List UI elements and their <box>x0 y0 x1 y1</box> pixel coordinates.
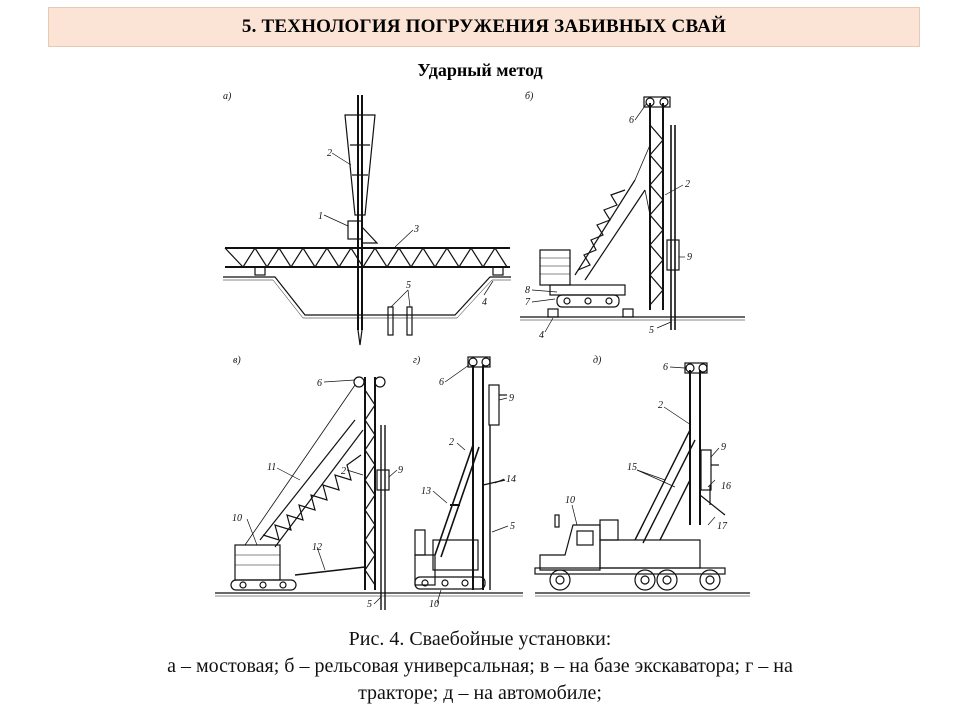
panel-a-label-4: 4 <box>482 297 487 308</box>
panel-d-label-15: 15 <box>627 462 637 473</box>
panel-b-letter: б) <box>525 91 534 102</box>
panel-a-letter: а) <box>223 91 232 102</box>
panel-b-label-8: 8 <box>525 285 530 296</box>
panel-g-label-9: 9 <box>509 393 514 404</box>
caption-line-1: Рис. 4. Сваебойные установки: <box>348 628 612 650</box>
pile-driver-drawing: а) 2 1 3 4 5 б) 6 2 9 8 7 4 5 в) 6 11 2 … <box>215 91 750 610</box>
panel-d-label-16: 16 <box>721 481 731 492</box>
panel-b-drawing <box>520 96 745 333</box>
panel-v-label-12: 12 <box>312 542 322 553</box>
pile-driver-figure: а) 2 1 3 4 5 б) 6 2 9 8 7 4 5 в) 6 11 2 … <box>205 85 760 620</box>
panel-b-label-2: 2 <box>685 179 690 190</box>
panel-v-label-11: 11 <box>267 462 276 473</box>
panel-g-label-5: 5 <box>510 521 515 532</box>
panel-v-label-2: 2 <box>341 466 346 477</box>
panel-v-drawing <box>215 376 405 610</box>
panel-d-letter: д) <box>593 355 602 366</box>
panel-b-label-5: 5 <box>649 325 654 336</box>
slide-subtitle: Ударный метод <box>417 60 543 80</box>
caption-line-3: тракторе; д – на автомобиле; <box>358 682 602 704</box>
panel-g-letter: г) <box>413 355 421 366</box>
panel-a-label-2: 2 <box>327 148 332 159</box>
figure-caption: Рис. 4. Сваебойные установки: а – мостов… <box>40 626 920 707</box>
caption-line-2: а – мостовая; б – рельсовая универсальна… <box>167 655 793 677</box>
panel-d-label-9: 9 <box>721 442 726 453</box>
panel-b-label-6: 6 <box>629 115 634 126</box>
panel-b-label-4: 4 <box>539 330 544 341</box>
panel-d-label-2: 2 <box>658 400 663 411</box>
slide-title: 5. ТЕХНОЛОГИЯ ПОГРУЖЕНИЯ ЗАБИВНЫХ СВАЙ <box>241 16 727 37</box>
panel-g-label-10: 10 <box>429 599 439 610</box>
panel-d-label-6: 6 <box>663 362 668 373</box>
panel-g-label-2: 2 <box>449 437 454 448</box>
panel-a-label-1: 1 <box>318 211 323 222</box>
panel-d-drawing <box>534 362 750 597</box>
panel-a-drawing <box>223 95 511 346</box>
panel-v-label-9: 9 <box>398 465 403 476</box>
panel-d-label-17: 17 <box>717 521 728 532</box>
panel-g-label-14: 14 <box>506 474 516 485</box>
slide-title-bar: 5. ТЕХНОЛОГИЯ ПОГРУЖЕНИЯ ЗАБИВНЫХ СВАЙ <box>48 7 920 47</box>
panel-v-label-5: 5 <box>367 599 372 610</box>
panel-v-label-6: 6 <box>317 378 322 389</box>
panel-v-label-10: 10 <box>232 513 242 524</box>
panel-a-label-3: 3 <box>413 224 419 235</box>
panel-a-label-5: 5 <box>406 280 411 291</box>
panel-g-label-13: 13 <box>421 486 431 497</box>
panel-b-label-7: 7 <box>525 297 531 308</box>
panel-g-drawing <box>405 356 523 604</box>
panel-v-letter: в) <box>233 355 241 366</box>
panel-g-label-6: 6 <box>439 377 444 388</box>
panel-d-label-10: 10 <box>565 495 575 506</box>
panel-b-label-9: 9 <box>687 252 692 263</box>
